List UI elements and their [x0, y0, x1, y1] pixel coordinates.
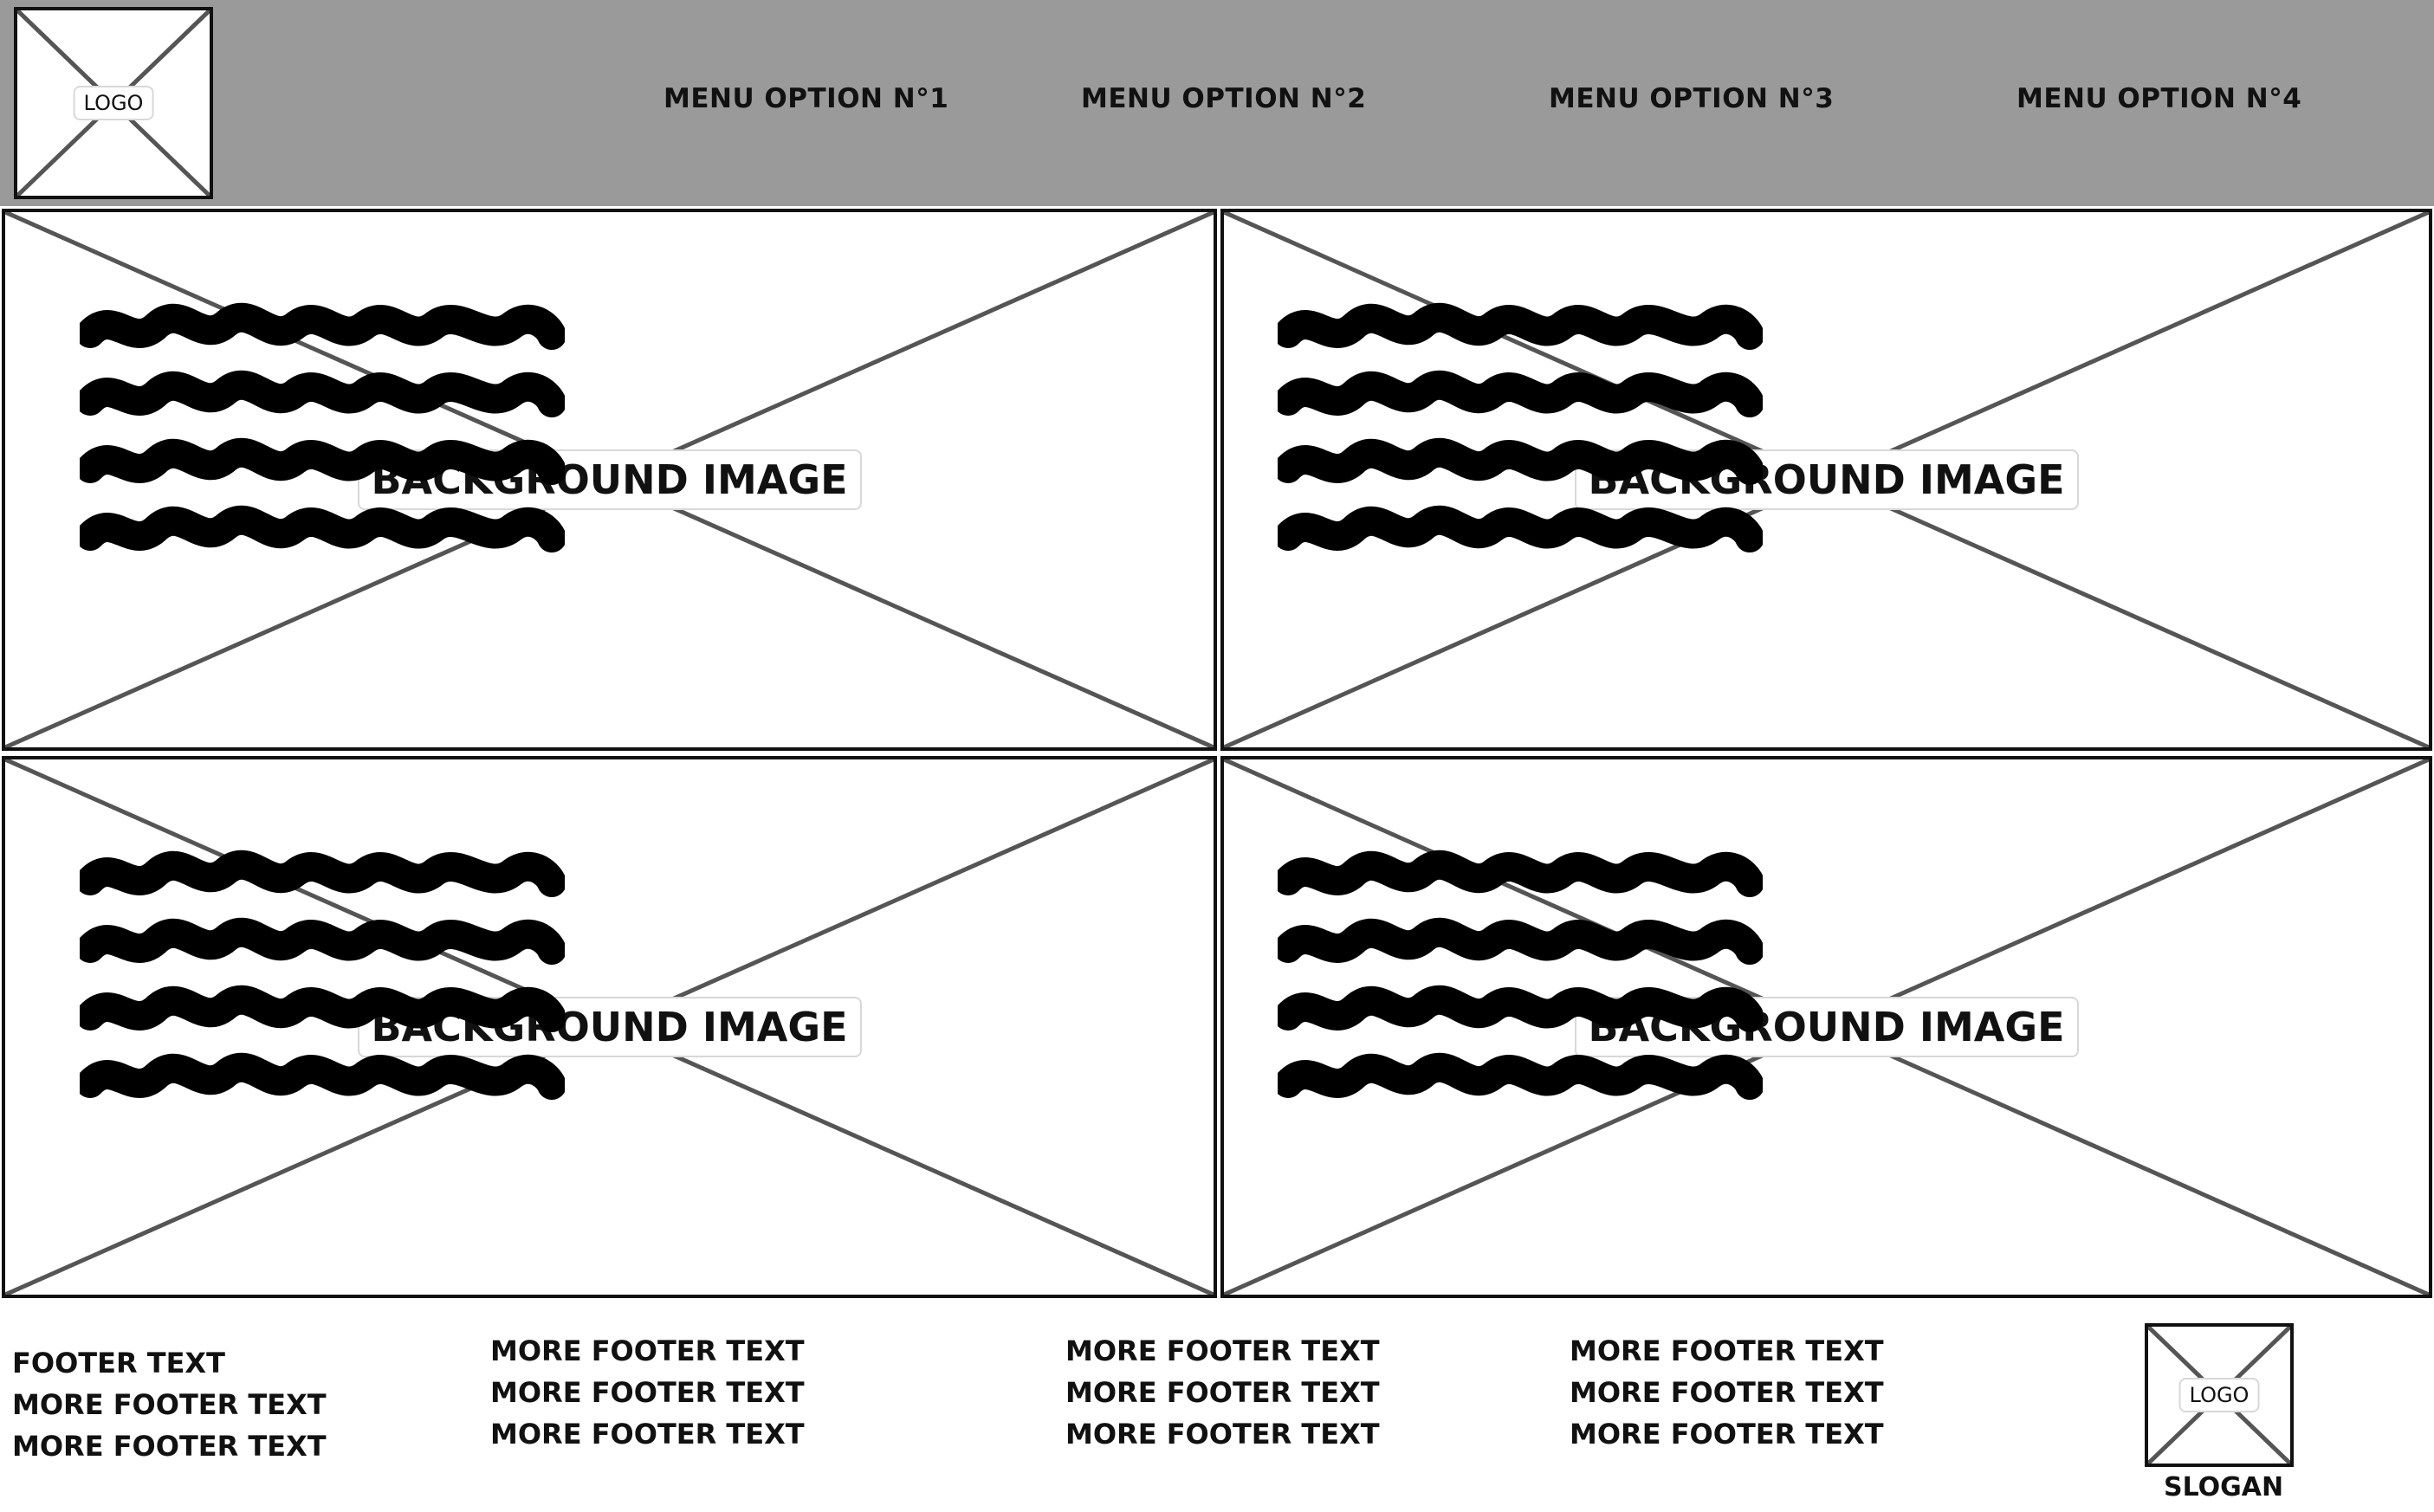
background-image-tile-1: BACKGROUND IMAGE — [2, 209, 1217, 751]
footer-text: MORE FOOTER TEXT — [490, 1376, 805, 1409]
footer-text: MORE FOOTER TEXT — [1065, 1376, 1380, 1409]
menu-option-4[interactable]: MENU OPTION N°4 — [2016, 83, 2302, 114]
footer-column-1: FOOTER TEXT MORE FOOTER TEXT MORE FOOTER… — [12, 1342, 327, 1467]
footer-text: MORE FOOTER TEXT — [490, 1334, 805, 1367]
footer-text: MORE FOOTER TEXT — [12, 1430, 327, 1463]
header-bar — [0, 0, 2434, 206]
text-scribble — [80, 302, 565, 552]
menu-option-1[interactable]: MENU OPTION N°1 — [664, 83, 949, 114]
logo-label: LOGO — [73, 86, 154, 120]
text-scribble — [1278, 850, 1763, 1100]
background-image-tile-2: BACKGROUND IMAGE — [1220, 209, 2432, 751]
background-image-tile-3: BACKGROUND IMAGE — [2, 756, 1217, 1298]
footer-text: MORE FOOTER TEXT — [490, 1418, 805, 1451]
footer-text: MORE FOOTER TEXT — [12, 1388, 327, 1421]
footer-text: MORE FOOTER TEXT — [1065, 1418, 1380, 1451]
menu-option-3[interactable]: MENU OPTION N°3 — [1549, 83, 1835, 114]
background-image-tile-4: BACKGROUND IMAGE — [1220, 756, 2432, 1298]
slogan: SLOGAN — [2164, 1472, 2284, 1502]
footer-column-2: MORE FOOTER TEXT MORE FOOTER TEXT MORE F… — [490, 1330, 805, 1455]
footer-text: MORE FOOTER TEXT — [1570, 1418, 1884, 1451]
footer-text: MORE FOOTER TEXT — [1570, 1334, 1884, 1367]
footer-column-4: MORE FOOTER TEXT MORE FOOTER TEXT MORE F… — [1570, 1330, 1884, 1455]
text-scribble — [1278, 302, 1763, 552]
text-scribble — [80, 850, 565, 1100]
menu-option-2[interactable]: MENU OPTION N°2 — [1081, 83, 1367, 114]
footer-text: MORE FOOTER TEXT — [1065, 1334, 1380, 1367]
footer-logo[interactable]: LOGO — [2145, 1323, 2294, 1467]
logo-label: LOGO — [2178, 1378, 2260, 1412]
footer-column-3: MORE FOOTER TEXT MORE FOOTER TEXT MORE F… — [1065, 1330, 1380, 1455]
header-logo[interactable]: LOGO — [14, 7, 213, 199]
footer-text: FOOTER TEXT — [12, 1347, 225, 1380]
background-image-label: BACKGROUND IMAGE — [357, 449, 862, 510]
footer-text: MORE FOOTER TEXT — [1570, 1376, 1884, 1409]
